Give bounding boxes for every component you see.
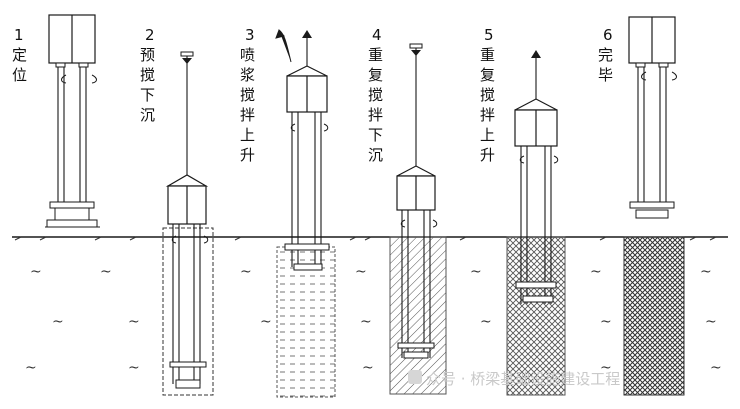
machine-step5 bbox=[514, 50, 559, 304]
soil-mark: ~ bbox=[480, 314, 492, 330]
borehole-step2 bbox=[162, 227, 214, 396]
step-char: 搅 bbox=[368, 86, 383, 104]
step-char: 拌 bbox=[480, 106, 495, 124]
soil-mark: ~ bbox=[700, 264, 712, 280]
step-char: 沉 bbox=[368, 146, 383, 164]
step-label-3: 3 喷 浆 搅 拌 上 升 bbox=[240, 26, 255, 164]
step-char: 上 bbox=[240, 126, 255, 144]
soil-mark: ~ bbox=[710, 360, 722, 376]
step-char: 定 bbox=[12, 46, 27, 64]
step-char: 位 bbox=[12, 66, 27, 84]
soil-mark: ~ bbox=[52, 314, 64, 330]
column-step6 bbox=[623, 236, 685, 396]
column-step5 bbox=[506, 236, 566, 396]
step-char: 完 bbox=[598, 46, 613, 64]
soil-mark: ~ bbox=[600, 360, 612, 376]
step-char: 搅 bbox=[240, 86, 255, 104]
step-char: 毕 bbox=[598, 66, 613, 84]
soil-mark: ~ bbox=[470, 264, 482, 280]
soil-mark: ~ bbox=[600, 314, 612, 330]
step-char: 喷 bbox=[240, 46, 255, 64]
step-char: 重 bbox=[368, 46, 383, 64]
step-char: 预 bbox=[140, 46, 155, 64]
column-step4 bbox=[389, 236, 447, 395]
machine-step6 bbox=[628, 16, 677, 219]
step-label-2: 2 预 搅 下 沉 bbox=[140, 26, 155, 124]
step-label-5: 5 重 复 搅 拌 上 升 bbox=[480, 26, 495, 164]
step-char: 沉 bbox=[140, 106, 155, 124]
soil-mark: ~ bbox=[362, 360, 374, 376]
step-number: 1 bbox=[14, 26, 24, 44]
step-char: 复 bbox=[480, 66, 495, 84]
soil-mark: ~ bbox=[705, 314, 717, 330]
machine-step3 bbox=[275, 29, 330, 271]
step-char: 重 bbox=[480, 46, 495, 64]
watermark: 众号 · 桥梁基础设施建设工程 bbox=[426, 370, 620, 388]
step-number: 2 bbox=[145, 26, 155, 44]
step-number: 3 bbox=[245, 26, 255, 44]
soil-mark: ~ bbox=[100, 264, 112, 280]
soil-mark: ~ bbox=[30, 264, 42, 280]
machine-step4 bbox=[396, 43, 438, 359]
soil-mark: ~ bbox=[128, 360, 140, 376]
step-char: 升 bbox=[240, 146, 255, 164]
watermark-icon bbox=[408, 370, 422, 384]
soil-mark: ~ bbox=[360, 314, 372, 330]
step-char: 下 bbox=[140, 86, 155, 104]
soil-mark: ~ bbox=[355, 264, 367, 280]
machine-step2 bbox=[165, 51, 209, 389]
step-char: 升 bbox=[480, 146, 495, 164]
soil-mark: ~ bbox=[25, 360, 37, 376]
soil-mark: ~ bbox=[240, 264, 252, 280]
step-char: 浆 bbox=[240, 66, 255, 84]
step-char: 复 bbox=[368, 66, 383, 84]
step-char: 上 bbox=[480, 126, 495, 144]
soil-mark: ~ bbox=[590, 264, 602, 280]
column-step3 bbox=[276, 246, 336, 398]
step-number: 6 bbox=[603, 26, 613, 44]
step-number: 4 bbox=[372, 26, 382, 44]
soil-mark: ~ bbox=[128, 314, 140, 330]
step-label-4: 4 重 复 搅 拌 下 沉 bbox=[368, 26, 383, 164]
ground-texture bbox=[14, 236, 717, 241]
step-char: 搅 bbox=[480, 86, 495, 104]
soil-mark: ~ bbox=[260, 314, 272, 330]
step-char: 拌 bbox=[368, 106, 383, 124]
step-number: 5 bbox=[484, 26, 494, 44]
step-char: 下 bbox=[368, 126, 383, 144]
step-char: 搅 bbox=[140, 66, 155, 84]
machine-step1 bbox=[45, 14, 100, 228]
step-label-6: 6 完 毕 bbox=[598, 26, 613, 84]
step-char: 拌 bbox=[240, 106, 255, 124]
step-label-1: 1 定 位 bbox=[12, 26, 27, 84]
